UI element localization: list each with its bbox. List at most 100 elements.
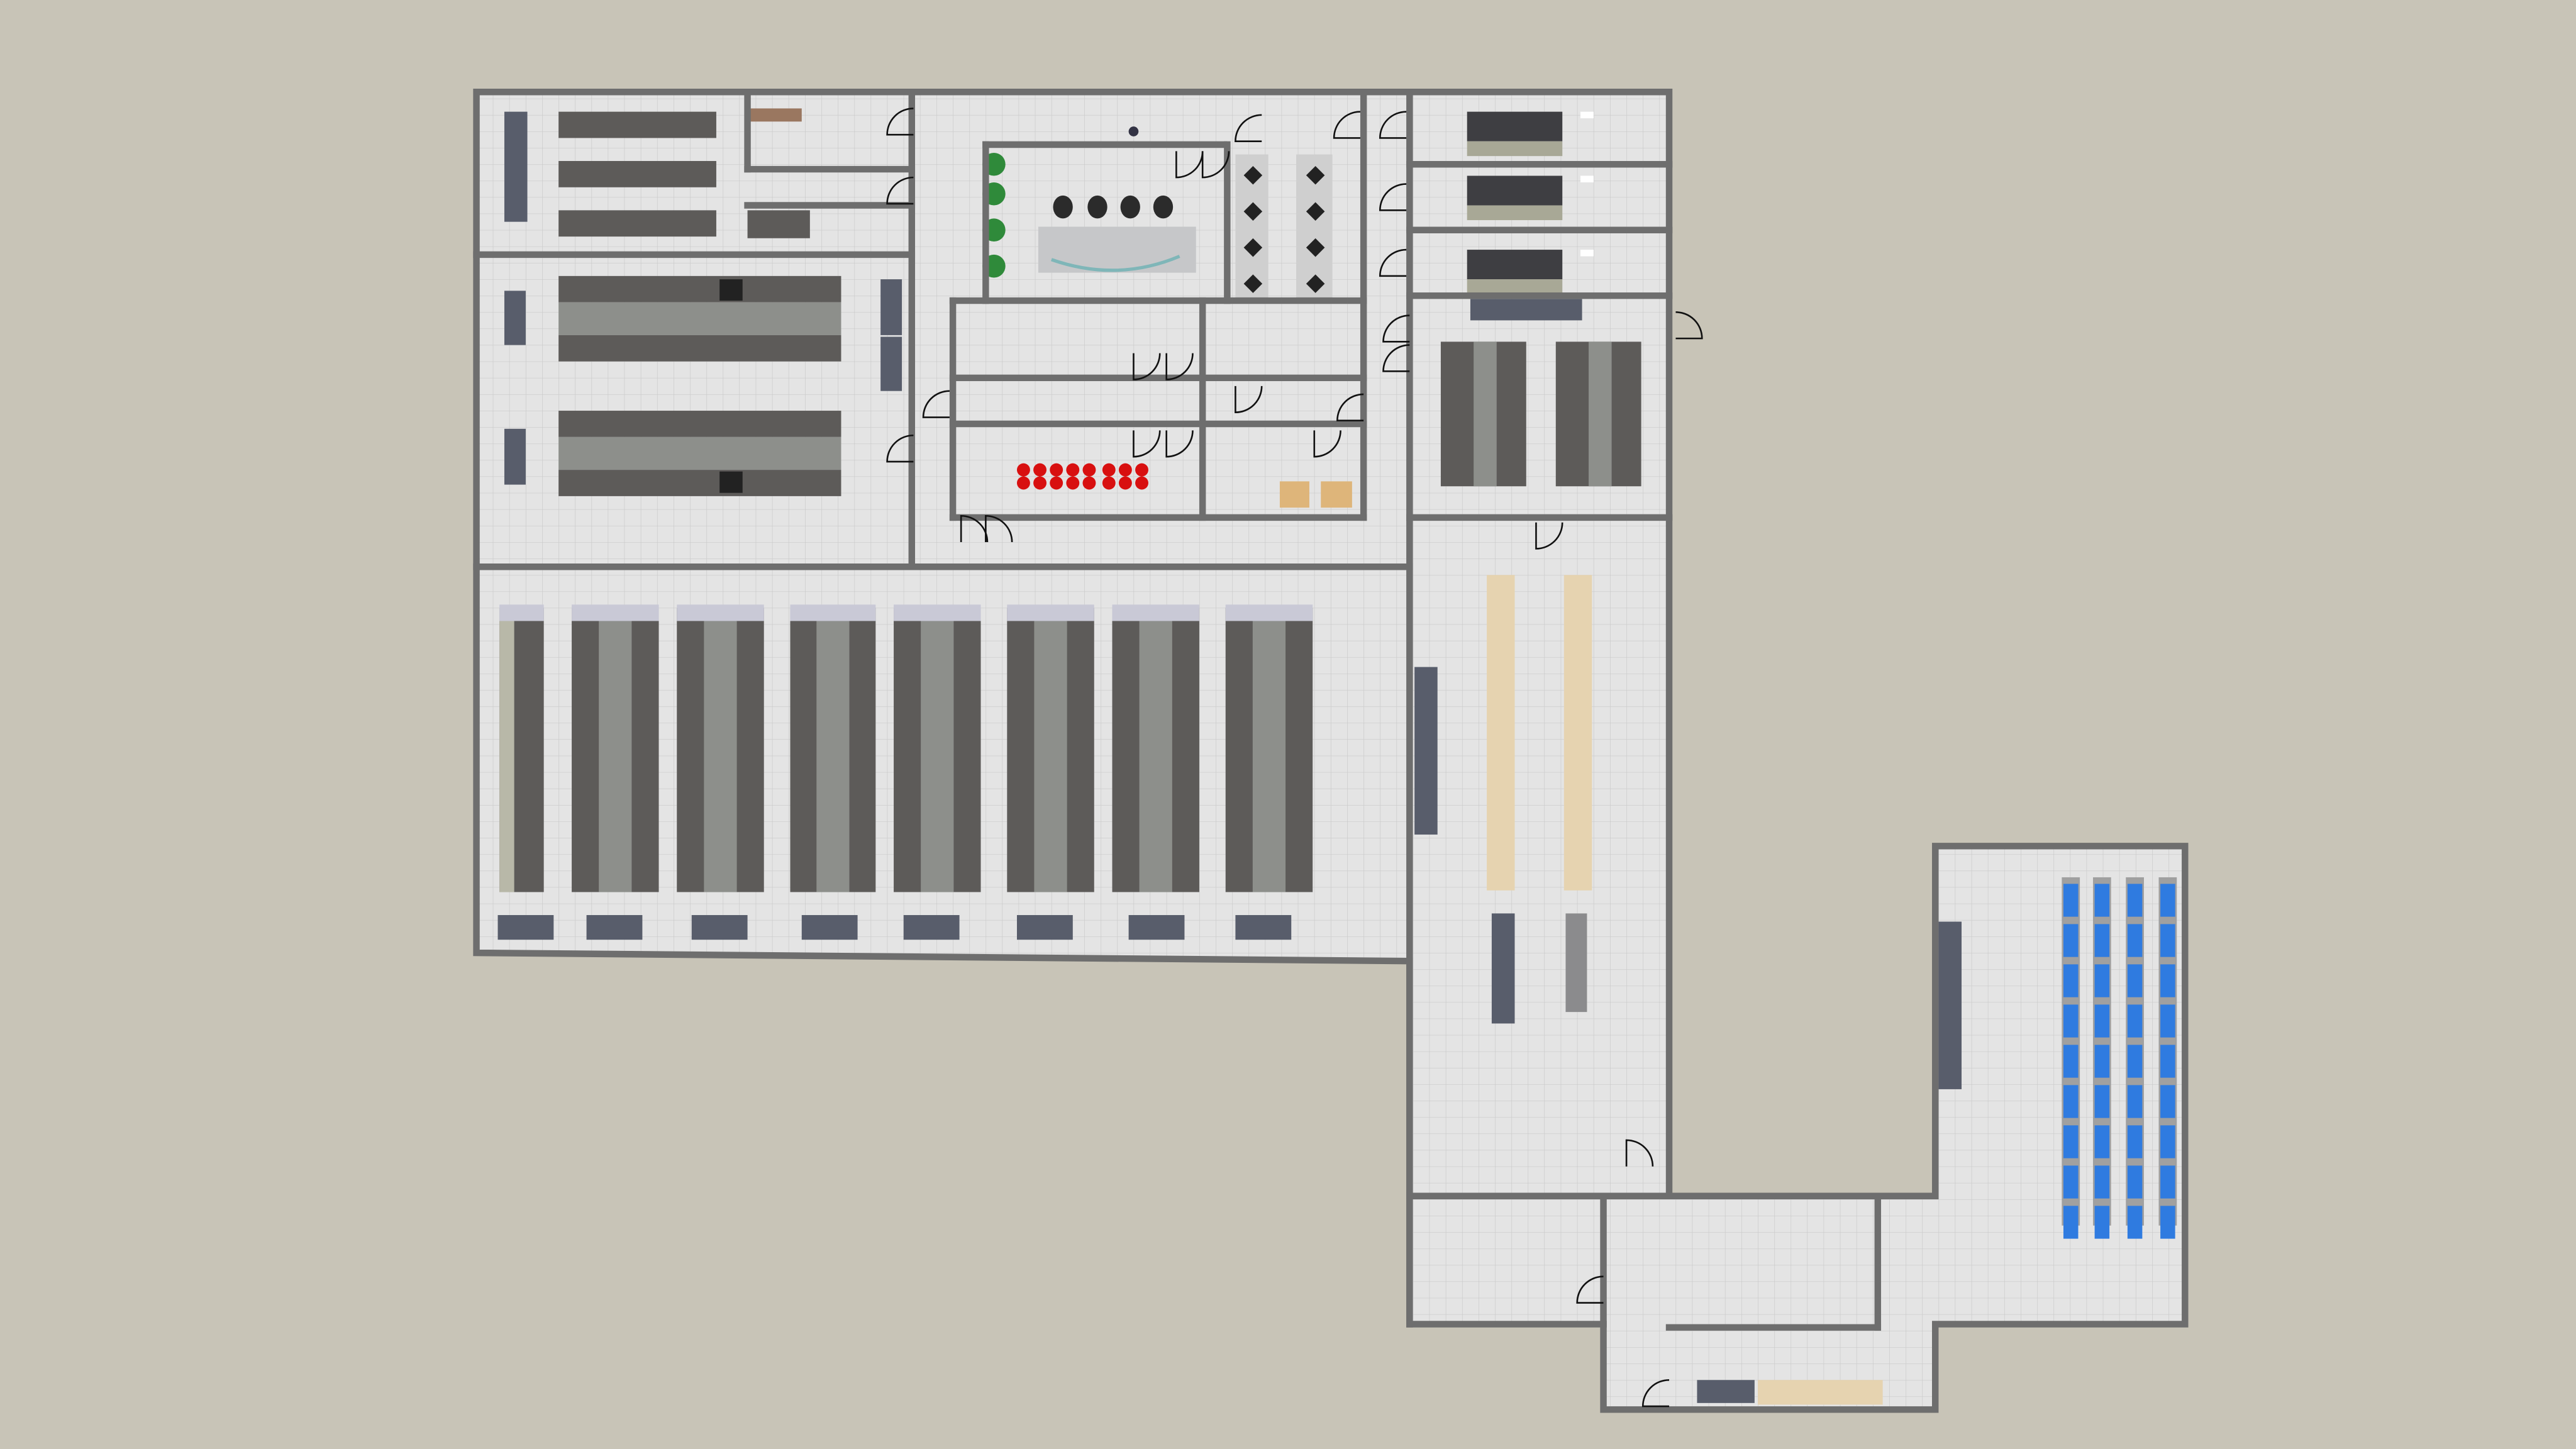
auditorium-seat [1082, 476, 1096, 490]
storage-server [2063, 1085, 2079, 1118]
door[interactable] [886, 176, 914, 205]
storage-server [2160, 1206, 2175, 1239]
cooling-unit [719, 279, 743, 301]
storage-shelf [558, 111, 716, 138]
auditorium-seat [1050, 476, 1063, 490]
chair [1053, 195, 1073, 219]
walls [473, 89, 2189, 1413]
door[interactable] [1382, 344, 1410, 372]
storage-server [2127, 1125, 2143, 1158]
storage-server [2094, 1085, 2110, 1118]
storage-server [2094, 964, 2110, 997]
door[interactable] [1379, 248, 1407, 277]
auditorium-seat [1135, 463, 1148, 477]
door[interactable] [1379, 183, 1407, 211]
server-rack-row [558, 411, 841, 437]
door[interactable] [1336, 393, 1364, 422]
storage-server [2127, 924, 2143, 957]
door[interactable] [960, 514, 989, 543]
furniture-layer [497, 108, 2177, 1405]
hot-aisle [558, 436, 841, 470]
storage-server [2094, 1004, 2110, 1038]
rack-top-cap [894, 604, 981, 621]
cardboard-box [1279, 481, 1309, 508]
storage-server [2063, 964, 2079, 997]
workbench [1758, 1380, 1883, 1405]
power-panel [880, 336, 902, 391]
door[interactable] [985, 514, 1013, 543]
cardboard-box [1321, 481, 1352, 508]
storage-server [2127, 1004, 2143, 1038]
server-rack-row [558, 275, 841, 303]
door[interactable] [1379, 111, 1407, 139]
rack-top-cap [677, 604, 764, 621]
rack-top-cap [1112, 604, 1199, 621]
door[interactable] [1641, 1379, 1670, 1407]
workbench [1563, 575, 1592, 891]
door[interactable] [1133, 430, 1161, 458]
light-fixture [1580, 175, 1594, 182]
battery-rack [1467, 279, 1563, 294]
cold-aisle [599, 608, 632, 892]
door[interactable] [1675, 311, 1703, 340]
storage-server [2127, 1206, 2143, 1239]
door[interactable] [1235, 386, 1263, 413]
door[interactable] [1382, 314, 1410, 343]
auditorium-seat [1135, 476, 1148, 490]
auditorium-seat [1066, 463, 1080, 477]
storage-server [2160, 1085, 2175, 1118]
door[interactable] [1133, 353, 1161, 380]
office-chair [1243, 274, 1263, 293]
cold-aisle [1474, 341, 1497, 487]
auditorium-seat [1066, 476, 1080, 490]
storage-server [2127, 1165, 2143, 1199]
power-distribution-unit [1016, 915, 1073, 940]
door[interactable] [1535, 522, 1563, 550]
server-rack-row [558, 335, 841, 362]
door[interactable] [1165, 353, 1194, 380]
auditorium-seat [1016, 476, 1030, 490]
battery-rack [1467, 205, 1563, 221]
power-panel [504, 428, 526, 485]
power-distribution-unit [801, 915, 858, 940]
rack-top-cap [572, 604, 659, 621]
door[interactable] [922, 390, 950, 418]
storage-server [2160, 1165, 2175, 1199]
door[interactable] [1333, 111, 1360, 139]
light-fixture [1580, 111, 1594, 119]
cooling-unit [719, 471, 743, 493]
storage-server [2063, 1206, 2079, 1239]
door[interactable] [1235, 114, 1262, 142]
floor-area [476, 92, 2185, 1410]
cabinet [1414, 667, 1438, 835]
storage-server [2063, 1125, 2079, 1158]
door[interactable] [1165, 430, 1194, 458]
storage-server [2127, 1045, 2143, 1078]
ups-cabinet [1938, 921, 1962, 1089]
cabinet [1697, 1380, 1755, 1403]
storage-server [2094, 1045, 2110, 1078]
auditorium-seat [1118, 476, 1132, 490]
storage-server [2094, 924, 2110, 957]
hot-aisle [558, 302, 841, 335]
cold-aisle [1139, 608, 1172, 892]
wall-cabinet [504, 111, 528, 222]
server-rack-row [558, 470, 841, 496]
door[interactable] [886, 108, 914, 136]
door[interactable] [1576, 1275, 1604, 1304]
door[interactable] [1313, 430, 1341, 458]
chair [1120, 195, 1140, 219]
light-fixture [1580, 250, 1594, 257]
auditorium-seat [1102, 476, 1116, 490]
storage-server [2160, 1045, 2175, 1078]
auditorium-seat [1118, 463, 1132, 477]
door[interactable] [1201, 151, 1230, 179]
power-distribution-unit [497, 915, 554, 940]
door[interactable] [886, 434, 914, 463]
workbench [1487, 575, 1515, 891]
storage-server [2063, 924, 2079, 957]
battery-cabinet [1467, 111, 1563, 142]
storage-server [2063, 1004, 2079, 1038]
door[interactable] [1625, 1139, 1654, 1167]
cold-aisle [499, 608, 514, 892]
